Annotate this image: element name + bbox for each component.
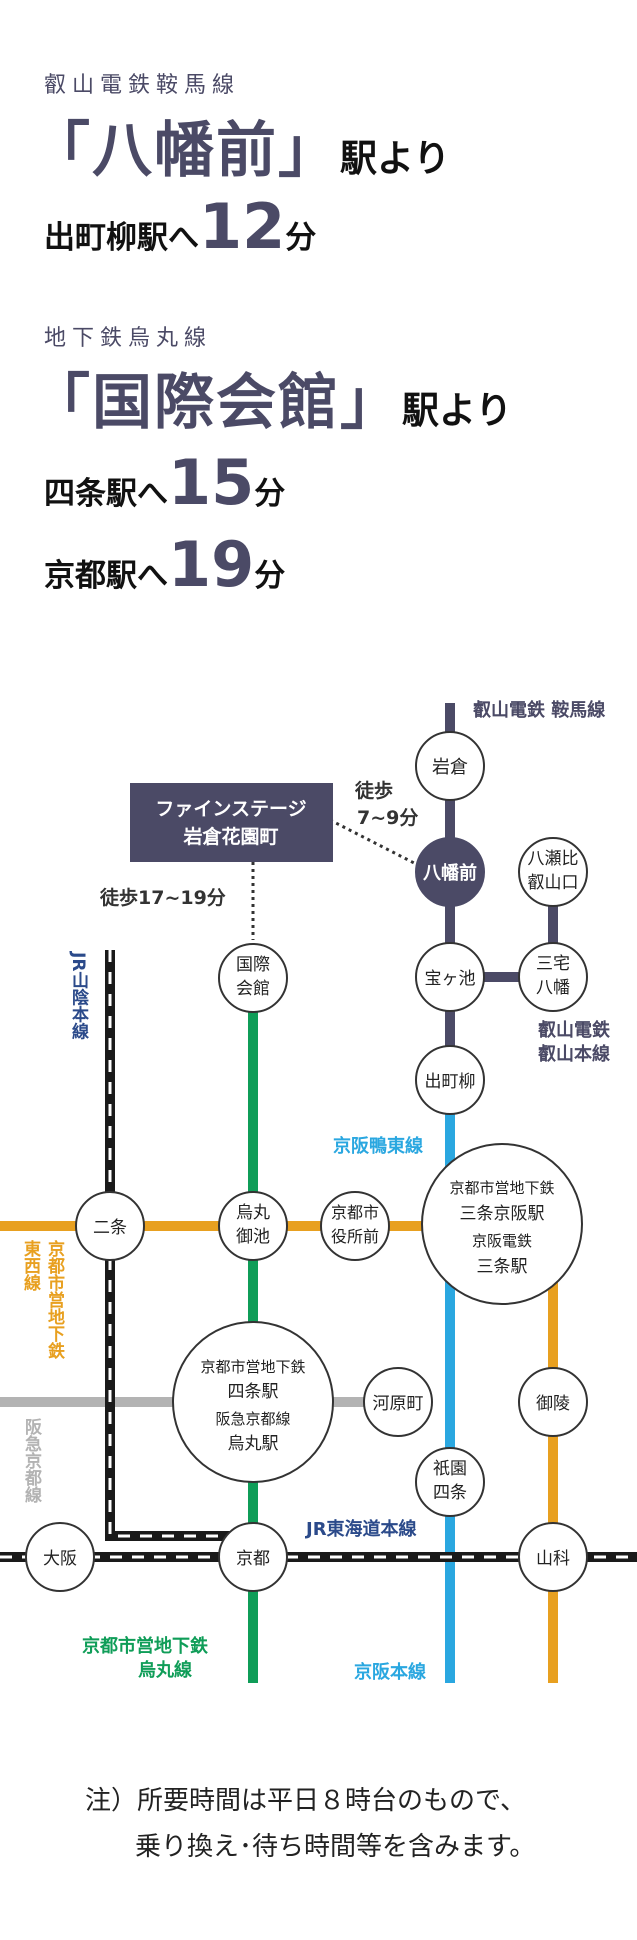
station-iwakura: 岩倉: [415, 731, 485, 801]
station-label: 烏丸駅: [228, 1434, 279, 1454]
station-label: 京都市営地下鉄: [200, 1358, 305, 1376]
station-label: 二条: [93, 1218, 127, 1238]
station-takaragaike: 宝ヶ池: [415, 942, 485, 1012]
station-yaseheizan: 八瀬比 叡山口: [518, 837, 588, 907]
from-label: 駅より: [340, 137, 451, 180]
line-name-keihan-main: 京阪本線: [354, 1661, 426, 1683]
station-label: 河原町: [373, 1394, 424, 1414]
route-minutes: 15: [168, 446, 255, 519]
route-destination: 四条駅へ: [44, 476, 168, 512]
station-label: 京阪電鉄: [472, 1232, 532, 1250]
station-label: 八幡: [536, 978, 570, 998]
line-label-eizan-kurama: 叡山電鉄鞍馬線: [44, 73, 241, 98]
line-name-tozai-1: 京都市営地下鉄: [44, 1239, 66, 1360]
station-label: 八瀬比: [528, 849, 579, 869]
line-name-tozai-2: 東西線: [20, 1239, 41, 1292]
station-label: 京都市: [331, 1203, 379, 1222]
line-name-eizan-main-2: 叡山本線: [537, 1043, 610, 1065]
station-osaka: 大阪: [25, 1522, 95, 1592]
station-label: 三条京阪駅: [460, 1204, 545, 1224]
footnote-line1: 注）所要時間は平日８時台のもので、: [85, 1786, 526, 1816]
property-name-line1: ファインステージ: [155, 798, 306, 820]
station-name: 「八幡前」: [30, 116, 340, 186]
route-unit: 分: [254, 476, 286, 512]
station-misasagi: 御陵: [518, 1367, 588, 1437]
route-unit: 分: [254, 558, 286, 594]
station-label: 八幡前: [423, 862, 477, 884]
station-shijo: 京都市営地下鉄 四条駅 阪急京都線 烏丸駅: [172, 1321, 334, 1483]
line-name-keihan-oto: 京阪鴨東線: [333, 1135, 423, 1157]
station-nijo: 二条: [75, 1191, 145, 1261]
station-label: 御池: [236, 1227, 270, 1247]
station-label: 四条駅: [228, 1382, 279, 1402]
station-label: 大阪: [43, 1549, 77, 1569]
route-destination: 出町柳駅へ: [44, 220, 199, 256]
line-name-karasuma-2: 烏丸線: [138, 1659, 192, 1681]
station-name: 「国際会館」: [30, 368, 402, 438]
station-miyake: 三宅 八幡: [518, 942, 588, 1012]
line-name-jr-tokaido: JR東海道本線: [304, 1518, 417, 1540]
route-unit: 分: [285, 220, 317, 256]
from-label: 駅より: [402, 389, 513, 432]
station-label: 山科: [536, 1549, 570, 1569]
route-destination: 京都駅へ: [44, 558, 168, 594]
route-minutes: 12: [199, 190, 286, 263]
station-label: 岩倉: [432, 757, 468, 778]
station-demachiyanagi: 出町柳: [415, 1045, 485, 1115]
walk-label-line1: 徒歩: [354, 779, 393, 802]
station-label: 阪急京都線: [215, 1410, 290, 1428]
station-label: 祇園: [433, 1459, 467, 1479]
station-heading-kokusaikaikan: 「国際会館」駅より: [30, 354, 512, 441]
station-label: 役所前: [331, 1227, 379, 1246]
station-yamashina: 山科: [518, 1522, 588, 1592]
station-label: 宝ヶ池: [425, 969, 476, 989]
station-label: 三条駅: [477, 1257, 528, 1277]
station-karasuma-oike: 烏丸 御池: [218, 1191, 288, 1261]
station-kyoto: 京都: [218, 1522, 288, 1592]
route-kyoto: 京都駅へ19分: [44, 528, 285, 601]
footnote-line2: 乗り換え･待ち時間等を含みます。: [135, 1832, 536, 1862]
jr-sanin-line: [105, 950, 253, 1541]
station-kyoto-shiyakusho: 京都市 役所前: [320, 1191, 390, 1261]
line-name-eizan-main-1: 叡山電鉄: [537, 1019, 610, 1041]
line-name-karasuma-1: 京都市営地下鉄: [82, 1635, 208, 1657]
station-label: 四条: [433, 1483, 467, 1503]
walk-label-line2: 7~9分: [357, 807, 418, 829]
route-minutes: 19: [168, 528, 255, 601]
property-box: [130, 783, 333, 862]
station-label: 出町柳: [425, 1072, 476, 1092]
station-label: 京都市営地下鉄: [449, 1179, 554, 1197]
line-name-hankyu: 阪急京都線: [21, 1418, 43, 1504]
station-label: 烏丸: [236, 1203, 270, 1223]
station-label: 三宅: [536, 954, 570, 974]
station-hachimanmae: 八幡前: [415, 837, 485, 907]
walk-label-kokusaikaikan: 徒歩17~19分: [99, 886, 226, 909]
station-gion-shijo: 祇園 四条: [415, 1447, 485, 1517]
property-name-line2: 岩倉花園町: [182, 825, 278, 848]
walk-path-hachimanmae: [329, 818, 421, 868]
station-kawaramachi: 河原町: [363, 1367, 433, 1437]
line-name-eizan-kurama: 叡山電鉄 鞍馬線: [472, 699, 605, 721]
station-label: 御陵: [536, 1394, 570, 1414]
station-label: 京都: [236, 1549, 270, 1569]
line-name-jr-sanin: JR山陰本線: [68, 951, 89, 1040]
route-shijo: 四条駅へ15分: [44, 446, 285, 519]
route-demachiyanagi: 出町柳駅へ12分: [44, 190, 316, 263]
station-label: 叡山口: [528, 873, 579, 893]
station-label: 会館: [236, 979, 270, 999]
station-heading-hachimanmae: 「八幡前」駅より: [30, 102, 450, 189]
line-label-karasuma: 地下鉄烏丸線: [44, 326, 213, 351]
station-label: 国際: [236, 955, 270, 975]
station-sanjo: 京都市営地下鉄 三条京阪駅 京阪電鉄 三条駅: [421, 1143, 583, 1305]
station-kokusaikaikan: 国際 会館: [218, 943, 288, 1013]
